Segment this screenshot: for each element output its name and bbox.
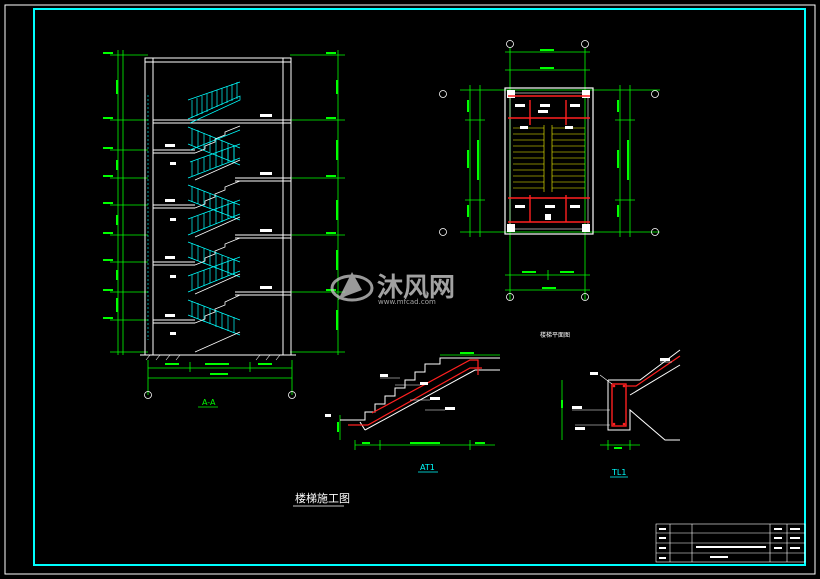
stair-plan: 楼梯平面图 <box>439 40 660 339</box>
tl1-label: TL1 <box>611 468 626 477</box>
drawing-title: 楼梯施工图 <box>295 491 350 505</box>
inner-frame <box>33 8 806 566</box>
section-a-a: A-A <box>103 50 345 408</box>
watermark-brand: 沐风网 <box>377 273 455 303</box>
mfcad-watermark: 沐风网 www.mfcad.com <box>330 272 455 306</box>
watermark-url: www.mfcad.com <box>378 298 436 306</box>
plan-label: 楼梯平面图 <box>540 331 570 339</box>
at1-detail: AT1 <box>325 352 500 473</box>
title-block <box>655 523 806 563</box>
tl1-detail: TL1 <box>561 349 681 478</box>
mfcad-logo-icon <box>330 272 374 302</box>
outer-border <box>4 4 816 575</box>
section-label: A-A <box>202 398 216 407</box>
at1-label: AT1 <box>420 463 435 472</box>
